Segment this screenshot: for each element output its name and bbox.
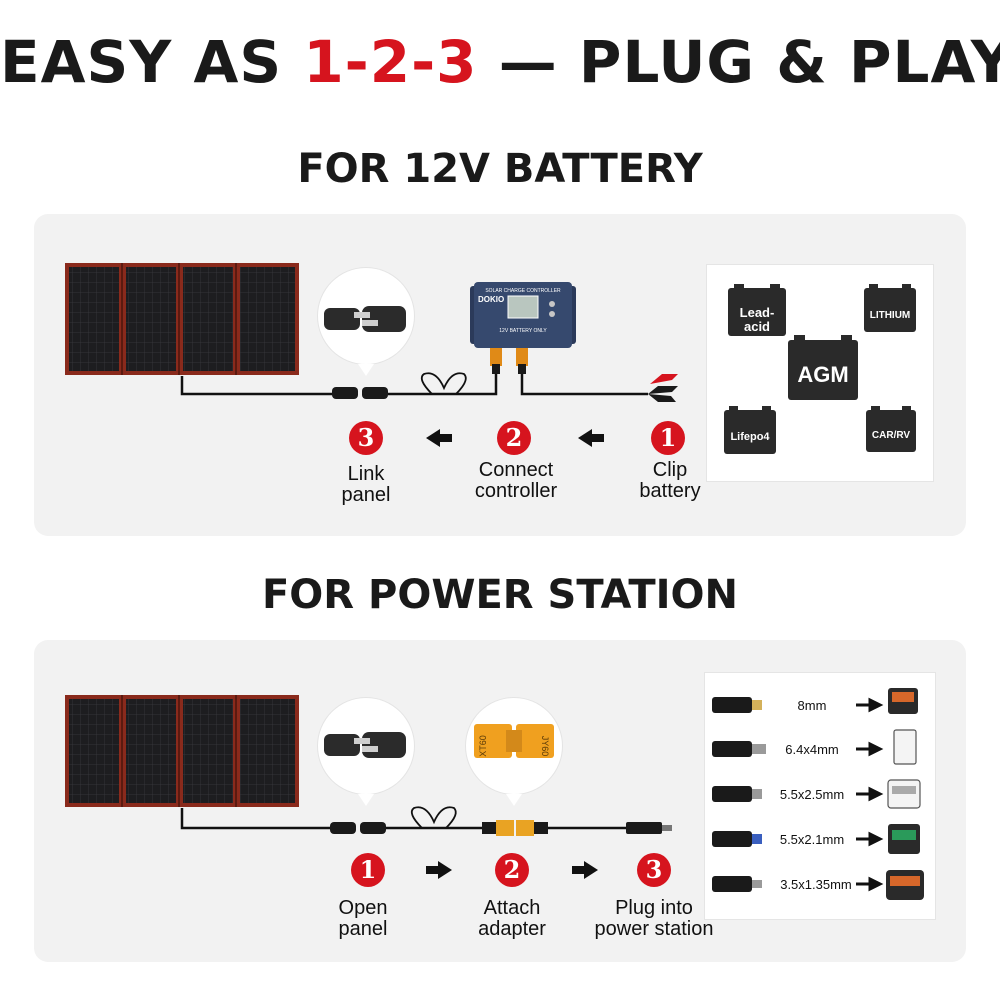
step-badge bbox=[497, 421, 531, 455]
dc-plug-row: 5.5x2.1mm bbox=[712, 824, 920, 854]
battery-types-diagram: Lead- acid LITHIUM AGM Lifepo4 CAR/RV bbox=[724, 284, 916, 454]
dc-plug-icon bbox=[712, 876, 752, 892]
headline-prefix: EASY AS bbox=[0, 28, 304, 96]
sae-plug-closeup-icon bbox=[324, 732, 406, 806]
battery-agm-icon: AGM bbox=[788, 335, 858, 400]
step-line2: panel bbox=[338, 918, 388, 940]
step-number: 3 bbox=[646, 855, 663, 884]
sae-plug-closeup-icon bbox=[324, 306, 406, 376]
step-line2: adapter bbox=[478, 918, 546, 940]
battery-steps-arrows: 3 2 1 bbox=[349, 421, 685, 455]
adapter-left-label: XT60 bbox=[478, 735, 488, 757]
step-badge bbox=[351, 853, 385, 887]
step-number: 1 bbox=[660, 423, 677, 452]
step-line1: Attach bbox=[483, 897, 541, 919]
plug-size-label: 8mm bbox=[798, 698, 827, 713]
agm-label: AGM bbox=[797, 362, 848, 387]
station-section-title: FOR POWER STATION bbox=[261, 572, 739, 618]
battery-car-rv-icon: CAR/RV bbox=[866, 406, 916, 452]
sae-connector-icon bbox=[330, 822, 356, 834]
solar-panel-icon bbox=[65, 263, 299, 375]
dc-plugs-list: 8mm 6.4x4mm 5.5x2.5mm 5.5x2.1mm 3.5x1.35… bbox=[712, 688, 924, 900]
arrow-left-icon bbox=[426, 429, 452, 447]
controller-title: SOLAR CHARGE CONTROLLER bbox=[485, 288, 561, 294]
sae-connector-icon bbox=[332, 387, 358, 399]
car-rv-label: CAR/RV bbox=[872, 430, 910, 441]
arrow-left-icon bbox=[578, 429, 604, 447]
dc-plug-icon bbox=[712, 831, 752, 847]
controller-brand: DOKIO bbox=[478, 295, 504, 304]
step-line1: Connect bbox=[478, 459, 554, 481]
step-line2: panel bbox=[341, 484, 391, 506]
plug-size-label: 3.5x1.35mm bbox=[780, 877, 852, 892]
battery-lifepo4-icon: Lifepo4 bbox=[724, 406, 776, 454]
lifepo4-label: Lifepo4 bbox=[730, 431, 770, 443]
xt60-adapter-icon bbox=[496, 820, 514, 836]
dc-plug-icon bbox=[626, 822, 662, 834]
step-label-open-panel: Open panel bbox=[318, 898, 408, 940]
dc-plug-row: 3.5x1.35mm bbox=[712, 870, 924, 900]
step-number: 3 bbox=[358, 423, 375, 452]
headline-suffix: — PLUG & PLAY bbox=[477, 28, 1000, 96]
step-badge bbox=[495, 853, 529, 887]
lead-acid-label-2: acid bbox=[744, 319, 770, 334]
step-line2: battery bbox=[639, 480, 701, 502]
controller-label: 12V BATTERY ONLY bbox=[499, 328, 547, 334]
step-line1: Clip bbox=[652, 459, 688, 481]
step-badge bbox=[349, 421, 383, 455]
lithium-label: LITHIUM bbox=[870, 310, 911, 321]
dc-plug-row: 5.5x2.5mm bbox=[712, 779, 921, 809]
solar-panel-icon bbox=[65, 695, 299, 807]
step-label-connect-controller: Connect controller bbox=[456, 460, 576, 502]
arrow-right-icon bbox=[426, 861, 452, 879]
main-headline: EASY AS 1-2-3 — PLUG & PLAY bbox=[0, 28, 1000, 96]
arrow-right-icon bbox=[856, 741, 884, 757]
dc-plug-row: 8mm bbox=[712, 688, 918, 714]
step-label-attach-adapter: Attach adapter bbox=[462, 898, 562, 940]
arrow-right-icon bbox=[856, 697, 884, 713]
step-label-plug-into-power-station: Plug into power station bbox=[584, 898, 724, 940]
arrow-right-icon bbox=[856, 786, 884, 802]
battery-lead-acid-icon: Lead- acid bbox=[728, 284, 786, 336]
arrow-right-icon bbox=[856, 831, 884, 847]
station-steps-arrows: 1 2 3 bbox=[351, 853, 671, 887]
xt60-closeup-icon: XT60 JY60 bbox=[474, 724, 554, 806]
battery-lithium-icon: LITHIUM bbox=[864, 284, 916, 332]
step-line2: power station bbox=[594, 918, 714, 940]
battery-clip-icon bbox=[648, 386, 678, 394]
battery-section-title: FOR 12V BATTERY bbox=[297, 146, 703, 192]
station-cable-diagram bbox=[180, 806, 672, 836]
power-station-icon bbox=[893, 729, 917, 765]
step-line2: controller bbox=[474, 480, 558, 502]
charge-controller-icon: SOLAR CHARGE CONTROLLER DOKIO 12V BATTER… bbox=[470, 282, 576, 348]
arrow-right-icon bbox=[856, 876, 884, 892]
adapter-right-label: JY60 bbox=[540, 736, 550, 757]
step-number: 1 bbox=[360, 855, 377, 884]
dc-plug-icon bbox=[712, 697, 752, 713]
step-line1: Plug into bbox=[615, 897, 693, 919]
battery-cable-diagram bbox=[180, 344, 678, 402]
step-line1: Open bbox=[338, 897, 388, 919]
step-number: 2 bbox=[504, 855, 521, 884]
step-label-link-panel: Link panel bbox=[316, 464, 416, 506]
arrow-right-icon bbox=[572, 861, 598, 879]
plug-size-label: 6.4x4mm bbox=[785, 742, 838, 757]
plug-size-label: 5.5x2.5mm bbox=[780, 787, 844, 802]
step-badge bbox=[637, 853, 671, 887]
headline-highlight: 1-2-3 bbox=[303, 28, 478, 96]
dc-plug-icon bbox=[712, 786, 752, 802]
plug-size-label: 5.5x2.1mm bbox=[780, 832, 844, 847]
step-line1: Link bbox=[347, 463, 385, 485]
dc-plug-row: 6.4x4mm bbox=[712, 729, 917, 765]
step-number: 2 bbox=[506, 423, 523, 452]
lead-acid-label-1: Lead- bbox=[740, 305, 775, 320]
step-label-clip-battery: Clip battery bbox=[618, 460, 722, 502]
step-badge bbox=[651, 421, 685, 455]
dc-plug-icon bbox=[712, 741, 752, 757]
